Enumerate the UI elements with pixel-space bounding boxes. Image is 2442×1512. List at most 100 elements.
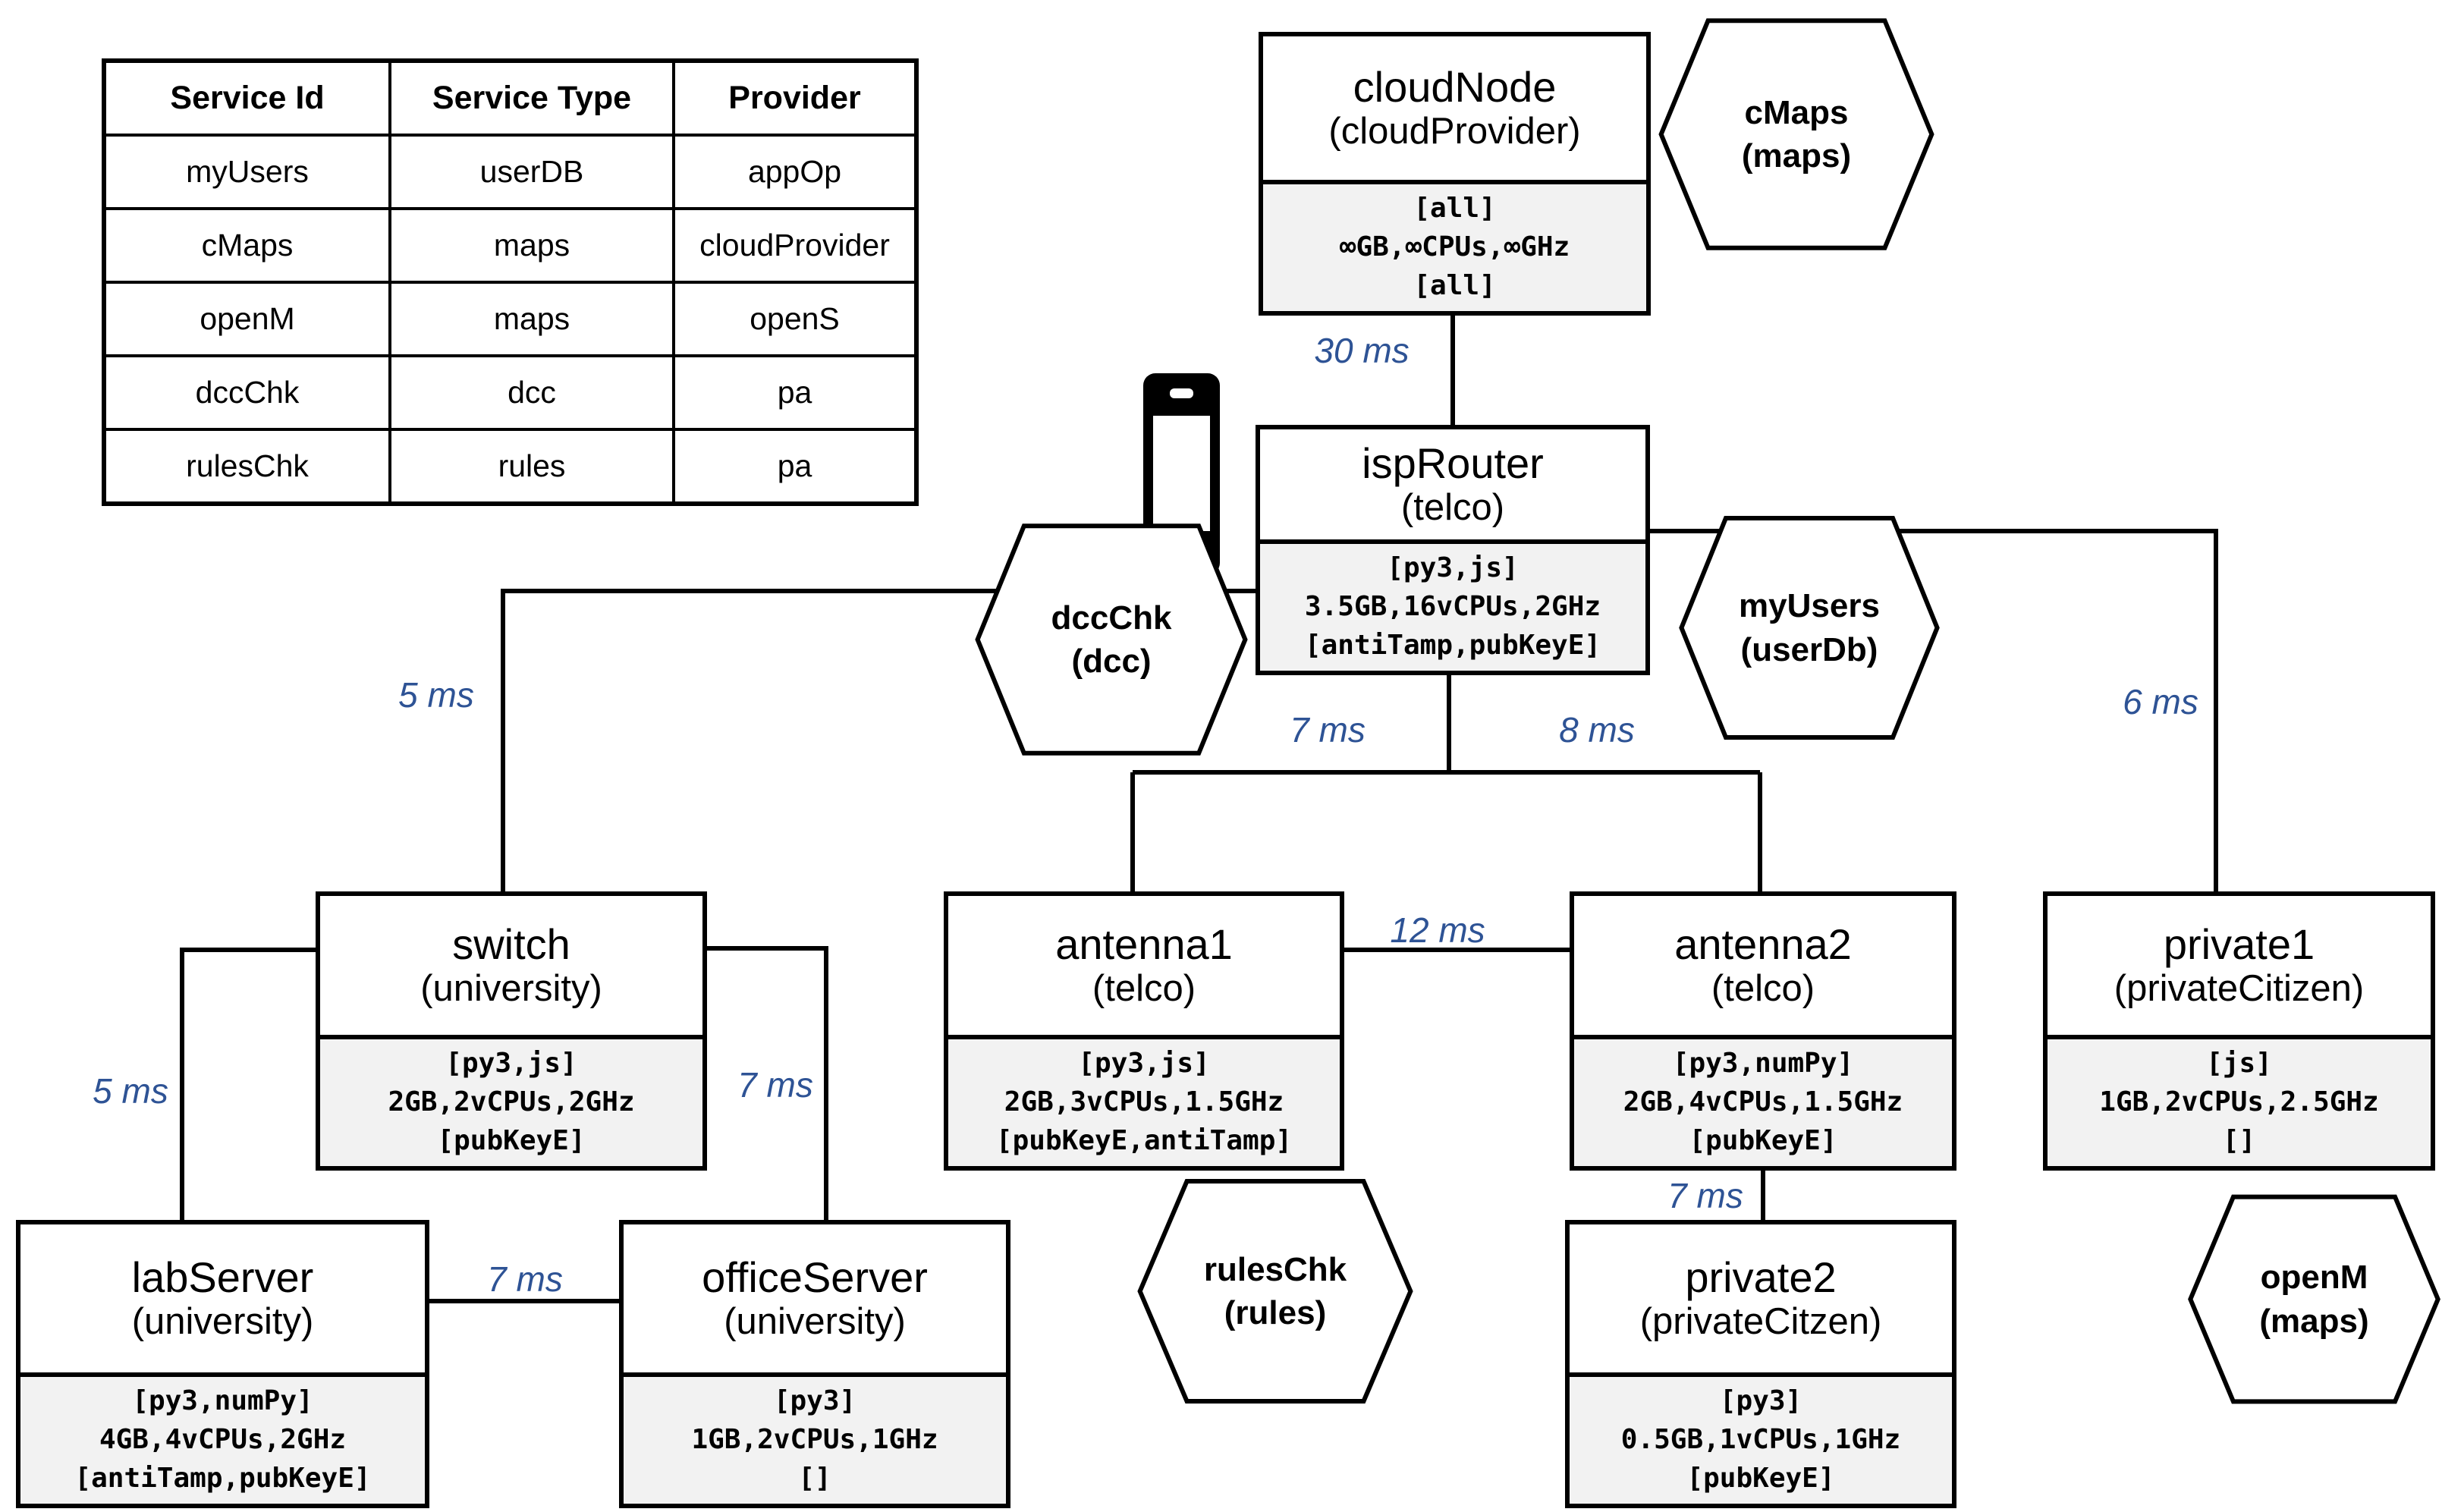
node-resources: ∞GB,∞CPUs,∞GHz xyxy=(1339,231,1570,262)
node-software: [py3,js] xyxy=(1078,1047,1210,1079)
cell-service-id: myUsers xyxy=(102,134,391,210)
hex-service-id: dccChk xyxy=(1051,599,1172,637)
hexagon-shape-icon xyxy=(1137,1177,1413,1406)
table-row: rulesChk rules pa xyxy=(102,428,918,505)
node-owner: (university) xyxy=(724,1301,906,1343)
node-security: [pubKeyE] xyxy=(1686,1462,1835,1494)
node-labserver: labServer (university) [py3,numPy] 4GB,4… xyxy=(16,1220,429,1508)
edge-switch-officeserver xyxy=(707,946,828,1220)
node-security: [pubKeyE] xyxy=(437,1124,586,1156)
table-row: openM maps openS xyxy=(102,281,918,357)
node-security: [] xyxy=(2222,1124,2256,1156)
node-resources: 1GB,2vCPUs,2.5GHz xyxy=(2099,1086,2379,1117)
hex-dccchk: dccChk (dcc) xyxy=(975,521,1248,758)
node-owner: (university) xyxy=(131,1301,314,1343)
hex-service-type: (maps) xyxy=(2259,1302,2369,1340)
cell-service-id: openM xyxy=(102,281,391,357)
node-security: [pubKeyE,antiTamp] xyxy=(995,1124,1293,1156)
node-software: [py3] xyxy=(773,1385,856,1416)
hex-service-id: openM xyxy=(2260,1259,2368,1297)
node-security: [antiTamp,pubKeyE] xyxy=(1304,629,1601,661)
cell-service-id: dccChk xyxy=(102,354,391,431)
node-software: [all] xyxy=(1413,192,1496,224)
cell-service-type: userDB xyxy=(388,134,675,210)
hex-service-type: (maps) xyxy=(1741,137,1852,174)
latency-switch-officeserver: 7 ms xyxy=(737,1065,813,1105)
service-table: Service Id Service Type Provider myUsers… xyxy=(102,58,919,506)
node-officeserver: officeServer (university) [py3] 1GB,2vCP… xyxy=(619,1220,1010,1508)
cell-service-id: cMaps xyxy=(102,207,391,284)
smartphone-icon xyxy=(1142,372,1221,577)
hex-myusers: myUsers (userDb) xyxy=(1679,514,1940,742)
cell-provider: openS xyxy=(672,281,918,357)
hexagon-shape-icon xyxy=(1679,514,1940,742)
node-software: [py3] xyxy=(1719,1385,1802,1416)
node-title: labServer xyxy=(131,1253,314,1301)
latency-cloudnode-isprouter: 30 ms xyxy=(1314,331,1410,370)
hex-service-id: rulesChk xyxy=(1203,1250,1347,1288)
table-row: dccChk dcc pa xyxy=(102,354,918,431)
cell-service-type: maps xyxy=(388,207,675,284)
node-title: private1 xyxy=(2163,919,2315,968)
hex-service-type: (rules) xyxy=(1224,1294,1327,1331)
node-resources: 3.5GB,16vCPUs,2GHz xyxy=(1304,590,1601,622)
cell-provider: appOp xyxy=(672,134,918,210)
node-title: officeServer xyxy=(702,1253,928,1301)
node-title: cloudNode xyxy=(1353,62,1557,111)
col-service-type: Service Type xyxy=(388,59,675,137)
node-owner: (cloudProvider) xyxy=(1328,111,1581,152)
latency-antenna1-antenna2: 12 ms xyxy=(1390,910,1485,950)
node-resources: 2GB,4vCPUs,1.5GHz xyxy=(1623,1086,1903,1117)
cell-provider: pa xyxy=(672,428,918,505)
node-antenna1: antenna1 (telco) [py3,js] 2GB,3vCPUs,1.5… xyxy=(944,891,1344,1171)
node-software: [py3,js] xyxy=(1387,552,1519,583)
latency-antenna2-private2: 7 ms xyxy=(1667,1176,1743,1215)
table-row: myUsers userDB appOp xyxy=(102,134,918,210)
hex-ruleschk: rulesChk (rules) xyxy=(1137,1177,1413,1406)
node-resources: 0.5GB,1vCPUs,1GHz xyxy=(1620,1423,1901,1455)
cell-service-type: dcc xyxy=(388,354,675,431)
latency-isprouter-antenna1: 7 ms xyxy=(1290,710,1366,750)
hexagon-shape-icon xyxy=(2188,1193,2440,1406)
node-resources: 1GB,2vCPUs,1GHz xyxy=(691,1423,938,1455)
node-resources: 2GB,3vCPUs,1.5GHz xyxy=(1004,1086,1284,1117)
cell-provider: cloudProvider xyxy=(672,207,918,284)
hex-cmaps: cMaps (maps) xyxy=(1658,16,1934,253)
node-owner: (university) xyxy=(420,968,602,1010)
node-software: [js] xyxy=(2206,1047,2272,1079)
hex-service-id: cMaps xyxy=(1744,93,1849,131)
hex-service-type: (userDb) xyxy=(1740,630,1878,668)
cell-service-type: maps xyxy=(388,281,675,357)
edge-isprouter-antennas xyxy=(1130,675,1762,891)
cell-provider: pa xyxy=(672,354,918,431)
node-title: private2 xyxy=(1685,1253,1837,1301)
node-title: antenna1 xyxy=(1055,919,1233,968)
hexagon-shape-icon xyxy=(1658,16,1934,253)
col-provider: Provider xyxy=(672,59,918,137)
node-resources: 2GB,2vCPUs,2GHz xyxy=(388,1086,635,1117)
node-title: switch xyxy=(452,919,570,968)
service-table-header-row: Service Id Service Type Provider xyxy=(102,59,918,137)
latency-isprouter-switch: 5 ms xyxy=(398,675,474,715)
node-owner: (telco) xyxy=(1400,487,1505,529)
node-owner: (telco) xyxy=(1711,968,1815,1010)
node-private1: private1 (privateCitizen) [js] 1GB,2vCPU… xyxy=(2043,891,2435,1171)
node-title: antenna2 xyxy=(1674,919,1852,968)
node-software: [py3,js] xyxy=(445,1047,577,1079)
latency-switch-labserver: 5 ms xyxy=(93,1071,168,1111)
node-security: [] xyxy=(798,1462,831,1494)
cell-service-type: rules xyxy=(388,428,675,505)
node-software: [py3,numPy] xyxy=(1672,1047,1854,1079)
node-owner: (privateCitizen) xyxy=(2114,968,2365,1010)
latency-isprouter-private1: 6 ms xyxy=(2123,682,2198,721)
cell-service-id: rulesChk xyxy=(102,428,391,505)
node-owner: (privateCitzen) xyxy=(1639,1301,1882,1343)
node-isprouter: ispRouter (telco) [py3,js] 3.5GB,16vCPUs… xyxy=(1256,425,1650,675)
table-row: cMaps maps cloudProvider xyxy=(102,207,918,284)
node-security: [antiTamp,pubKeyE] xyxy=(74,1462,371,1494)
latency-labserver-officeserver: 7 ms xyxy=(487,1259,563,1299)
node-switch: switch (university) [py3,js] 2GB,2vCPUs,… xyxy=(316,891,707,1171)
node-antenna2: antenna2 (telco) [py3,numPy] 2GB,4vCPUs,… xyxy=(1570,891,1956,1171)
hex-service-id: myUsers xyxy=(1739,587,1880,625)
